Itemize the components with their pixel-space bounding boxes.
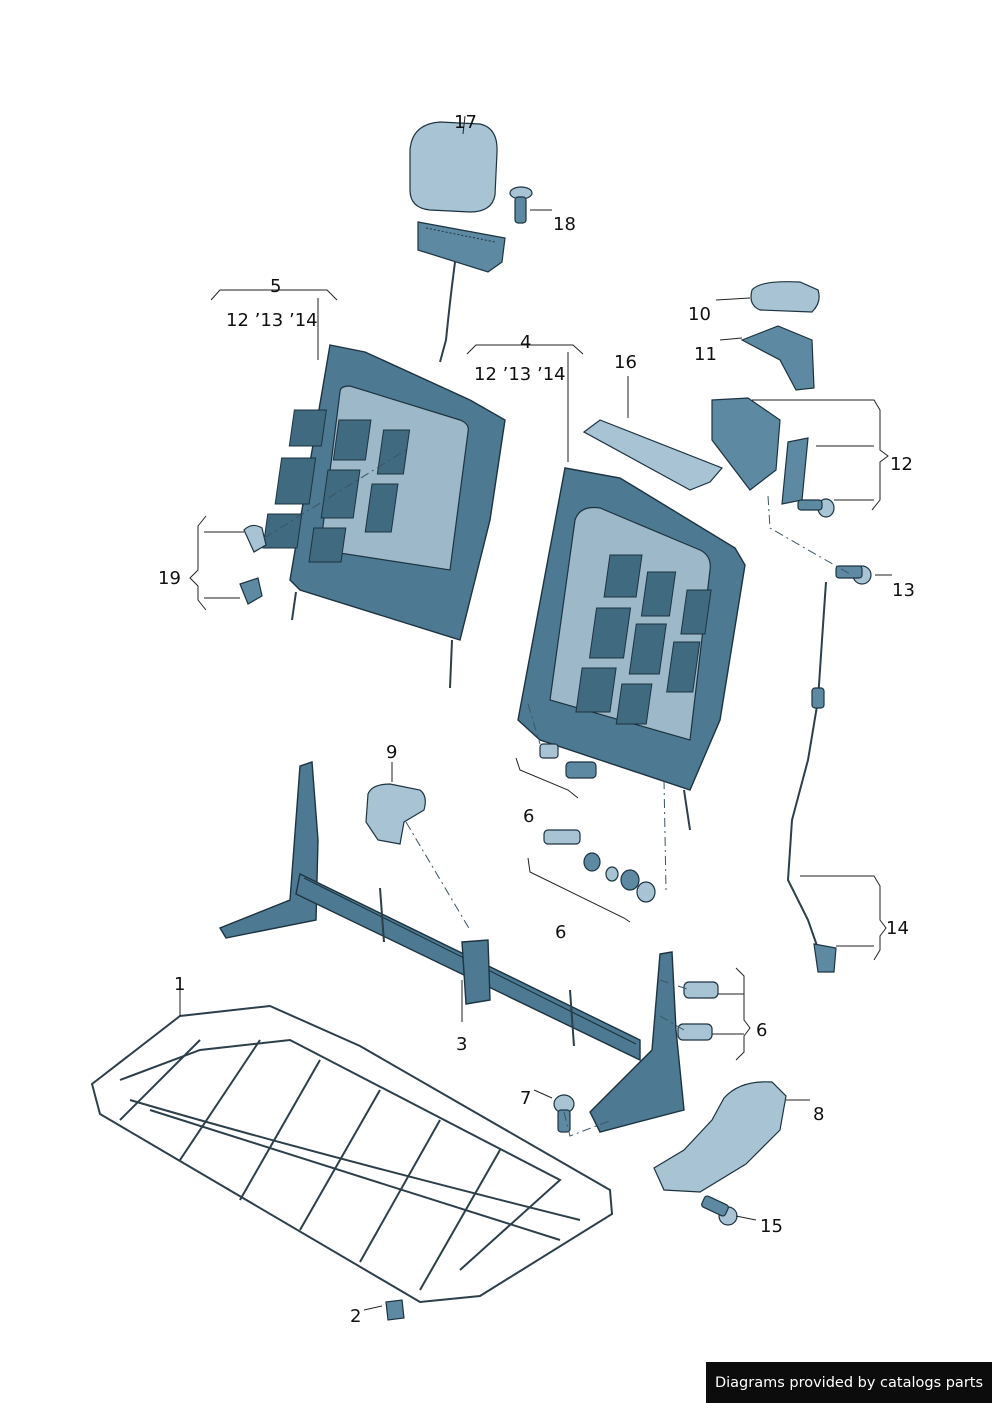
trim-cover-part xyxy=(582,419,724,491)
side-trim-part xyxy=(653,1081,787,1193)
callout-16: 16 xyxy=(614,352,637,373)
callout-12: 12 xyxy=(890,454,913,475)
callout-15: 15 xyxy=(760,1216,783,1237)
callout-5: 5 xyxy=(270,276,281,297)
attribution-text: Diagrams provided by catalogs parts xyxy=(714,1374,984,1391)
callout-19: 19 xyxy=(158,568,181,589)
leader-lines xyxy=(179,115,892,1311)
backrest-frame-right-part xyxy=(517,467,746,831)
clip-19-parts xyxy=(239,524,267,605)
cover-cap-part xyxy=(365,783,426,845)
release-cable-part xyxy=(786,581,837,973)
callout-11: 11 xyxy=(694,344,717,365)
callout-6-right: 6 xyxy=(756,1020,767,1041)
seat-wire-frame-part xyxy=(90,1004,614,1304)
variant-note-5: 12 ’13 ’14 xyxy=(226,310,318,331)
callout-8: 8 xyxy=(813,1104,824,1125)
backrest-frame-left-part xyxy=(262,344,506,689)
screw-part xyxy=(509,186,533,224)
headrest-part xyxy=(409,121,506,363)
callout-6-middle: 6 xyxy=(555,922,566,943)
clip-2-part xyxy=(385,1299,405,1321)
callout-17: 17 xyxy=(454,112,477,133)
callout-14: 14 xyxy=(886,918,909,939)
callout-9: 9 xyxy=(386,742,397,763)
bolt-13-part xyxy=(835,565,872,585)
bolts-6-right-parts xyxy=(677,981,719,1041)
callout-1: 1 xyxy=(174,974,185,995)
bolt-15-part xyxy=(701,1195,738,1226)
callout-7: 7 xyxy=(520,1088,531,1109)
callout-6-upper: 6 xyxy=(523,806,534,827)
variant-note-4: 12 ’13 ’14 xyxy=(474,364,566,385)
bolt-7-part xyxy=(553,1094,575,1133)
assembly-lines xyxy=(263,449,851,1137)
callout-18: 18 xyxy=(553,214,576,235)
callout-10: 10 xyxy=(688,304,711,325)
callout-labels: 17 18 5 12 ’13 ’14 4 12 ’13 ’14 16 10 11… xyxy=(158,112,915,1327)
seat-cross-member-part xyxy=(218,761,685,1133)
callout-4: 4 xyxy=(520,332,531,353)
release-handle-assembly xyxy=(711,281,835,518)
callout-3: 3 xyxy=(456,1034,467,1055)
hinge-fastener-parts xyxy=(539,743,656,903)
attribution-banner: Diagrams provided by catalogs parts xyxy=(706,1362,992,1403)
callout-2: 2 xyxy=(350,1306,361,1327)
callout-13: 13 xyxy=(892,580,915,601)
